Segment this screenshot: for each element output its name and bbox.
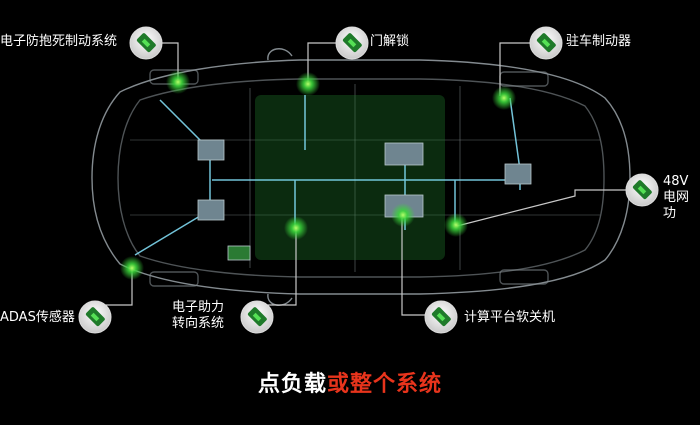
label-abs: 电子防抱死制动系统 (0, 34, 118, 49)
highlight-zones (255, 95, 445, 260)
chip-icon (529, 26, 563, 60)
label-compute: 计算平台软关机 (464, 310, 556, 325)
label-parking-brake: 驻车制动器 (566, 34, 632, 49)
chip-icon (424, 300, 458, 334)
label-48v-grid-line2: 电网功 (663, 190, 690, 221)
caption: 点负载或整个系统 (0, 366, 700, 398)
label-eps-line1: 电子助力 (172, 300, 225, 315)
label-eps: 电子助力 转向系统 (172, 300, 224, 332)
chip-icon (240, 300, 274, 334)
caption-highlight: 或整个系统 (327, 372, 443, 397)
label-eps-line2: 转向系统 (172, 316, 225, 331)
chip-icon (335, 26, 369, 60)
glow-points (120, 70, 516, 280)
chip-icon (78, 300, 112, 334)
chip-icon (129, 26, 163, 60)
label-48v-grid: 48V 电网功 (663, 174, 700, 222)
label-door-lock: 门解锁 (370, 34, 410, 49)
label-adas: ADAS传感器 (0, 310, 75, 325)
chip-icon (625, 173, 659, 207)
caption-normal: 点负载 (257, 372, 327, 397)
label-48v-grid-line1: 48V (663, 174, 689, 189)
